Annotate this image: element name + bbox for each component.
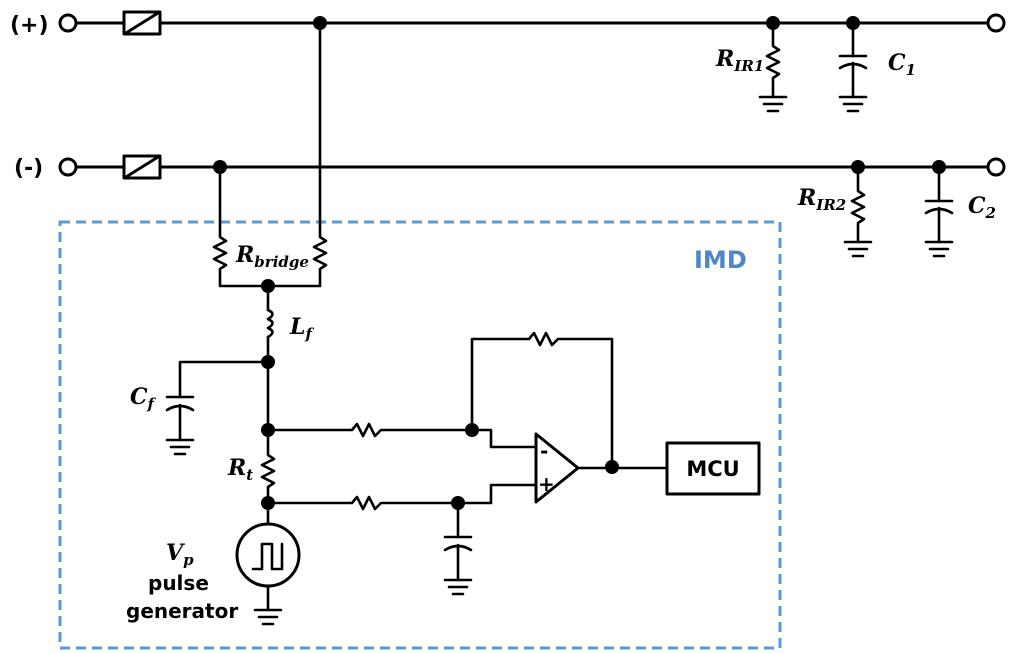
positive-terminal-right bbox=[986, 13, 1006, 33]
lf-label: Lf bbox=[289, 314, 314, 343]
negative-terminal-right bbox=[986, 157, 1006, 177]
c2-label: C2 bbox=[968, 193, 996, 222]
op-amp-output bbox=[576, 460, 668, 474]
r-ir2-resistor bbox=[843, 160, 873, 258]
r-ir2-label: RIR2 bbox=[797, 185, 846, 214]
rt-resistor bbox=[260, 360, 276, 510]
c1-label: C1 bbox=[888, 50, 916, 79]
feedback-resistor bbox=[470, 331, 614, 469]
r-bridge-left bbox=[212, 160, 270, 288]
positive-terminal-left bbox=[58, 13, 78, 33]
input-resistor-lower bbox=[266, 483, 538, 511]
r-ir1-resistor bbox=[758, 16, 788, 113]
cf-label: Cf bbox=[130, 384, 157, 413]
input-resistor-upper bbox=[266, 422, 538, 449]
op-amp-plus: + bbox=[538, 472, 555, 496]
lf-inductor bbox=[261, 279, 275, 364]
imd-boundary bbox=[58, 220, 782, 650]
pulse-generator-label-line2: generator bbox=[126, 599, 238, 623]
pulse-generator bbox=[235, 501, 301, 626]
positive-terminal-label: (+) bbox=[10, 13, 49, 38]
rt-label: Rt bbox=[227, 455, 253, 484]
vp-label: Vp bbox=[166, 540, 194, 569]
mcu-box bbox=[665, 441, 761, 496]
imd-label: IMD bbox=[694, 246, 747, 274]
negative-terminal-label: (-) bbox=[14, 156, 43, 181]
r-bridge-right bbox=[266, 16, 328, 288]
positive-fuse bbox=[122, 10, 162, 36]
negative-terminal-left bbox=[58, 157, 78, 177]
c1-capacitor bbox=[838, 16, 868, 113]
mcu-label: MCU bbox=[686, 457, 739, 481]
op-amp bbox=[534, 432, 580, 504]
negative-fuse bbox=[122, 154, 162, 180]
r-ir1-label: RIR1 bbox=[715, 46, 764, 75]
pulse-generator-label-line1: pulse bbox=[148, 571, 209, 595]
cf-capacitor bbox=[165, 355, 275, 456]
c2-capacitor bbox=[924, 160, 954, 258]
op-amp-minus: - bbox=[540, 439, 548, 463]
r-bridge-label: Rbridge bbox=[235, 242, 309, 271]
input-filter-capacitor bbox=[443, 501, 473, 596]
